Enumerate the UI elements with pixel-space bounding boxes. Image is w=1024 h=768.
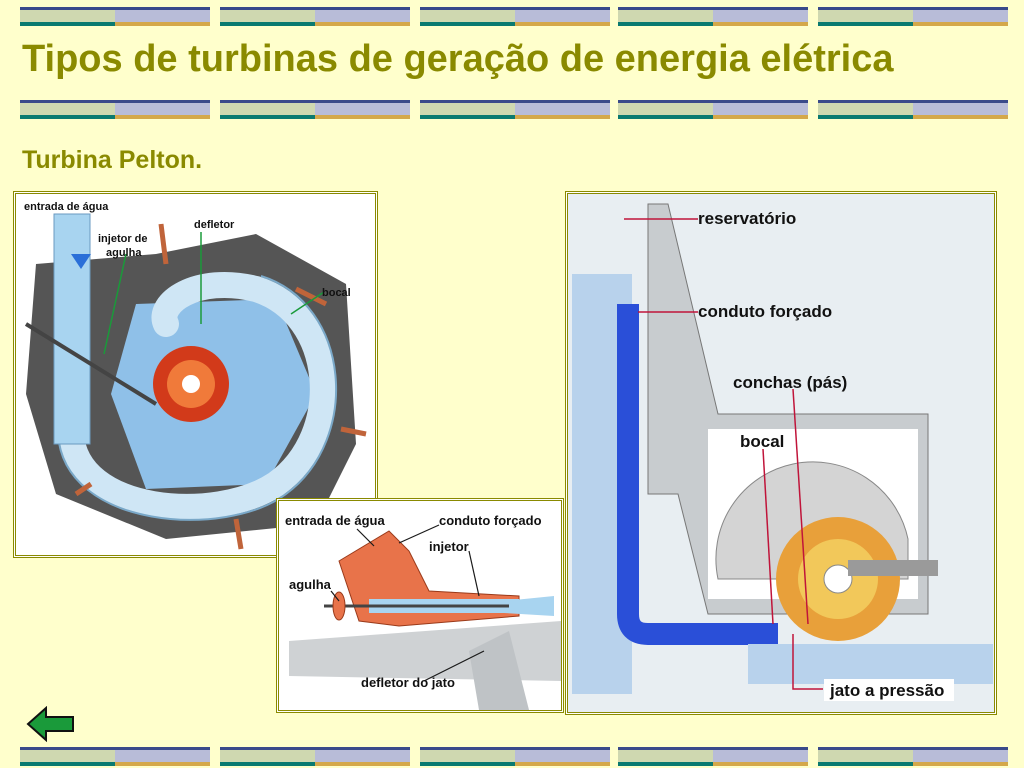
dam-cross-section-diagram: reservatório conduto forçado conchas (pá… xyxy=(565,191,997,715)
jet-deflector-body xyxy=(469,631,529,710)
label-entrada-de-agua: entrada de água xyxy=(24,201,109,213)
pipe-outline xyxy=(57,275,338,521)
needle-handwheel xyxy=(332,591,346,621)
needle-rod xyxy=(24,322,158,406)
distribution-pipe xyxy=(58,271,336,520)
label-entrada-de-agua: entrada de água xyxy=(285,513,385,528)
pelton-wheel-diagram: entrada de água injetor de agulha deflet… xyxy=(13,191,378,558)
back-button[interactable] xyxy=(26,705,76,743)
label-bocal: bocal xyxy=(322,287,351,299)
penstock-pipe xyxy=(617,304,778,645)
label-jato-a-pressao: jato a pressão xyxy=(829,681,944,700)
label-defletor: defletor xyxy=(194,219,235,231)
support-rods xyxy=(74,223,367,550)
label-conduto-forcado: conduto forçado xyxy=(439,513,542,528)
label-conchas-pas: conchas (pás) xyxy=(733,373,847,392)
injector-detail-diagram: entrada de água conduto forçado injetor … xyxy=(276,498,564,713)
pelton-runner xyxy=(776,517,900,641)
water-jet xyxy=(504,596,554,616)
label-defletor-do-jato: defletor do jato xyxy=(361,675,455,690)
label-leaders xyxy=(624,218,823,690)
label-conduto-forcado: conduto forçado xyxy=(698,302,832,321)
slide-subtitle: Turbina Pelton. xyxy=(22,146,203,174)
label-agulha: agulha xyxy=(289,577,332,592)
bottom-decorative-bar xyxy=(0,744,1024,768)
label-injetor: injetor xyxy=(429,539,469,554)
tailwater xyxy=(748,644,993,684)
top-decorative-bar xyxy=(0,4,1024,28)
label-bocal: bocal xyxy=(740,432,784,451)
label-injetor-line1: injetor de xyxy=(98,233,148,245)
runner-wheel xyxy=(153,346,229,422)
label-leaders xyxy=(330,524,485,682)
title-divider-bar xyxy=(0,97,1024,121)
label-leaders xyxy=(103,232,325,355)
label-reservatorio: reservatório xyxy=(698,209,796,228)
ground-slab xyxy=(289,621,561,681)
label-injetor-line2: agulha xyxy=(106,247,142,259)
left-arrow-icon xyxy=(26,705,74,743)
slide-title: Tipos de turbinas de geração de energia … xyxy=(22,38,894,80)
turbine-shaft xyxy=(848,560,938,576)
water-inlet-pipe xyxy=(53,213,91,445)
jato-label-box xyxy=(824,679,954,701)
flow-arrow xyxy=(71,254,91,269)
